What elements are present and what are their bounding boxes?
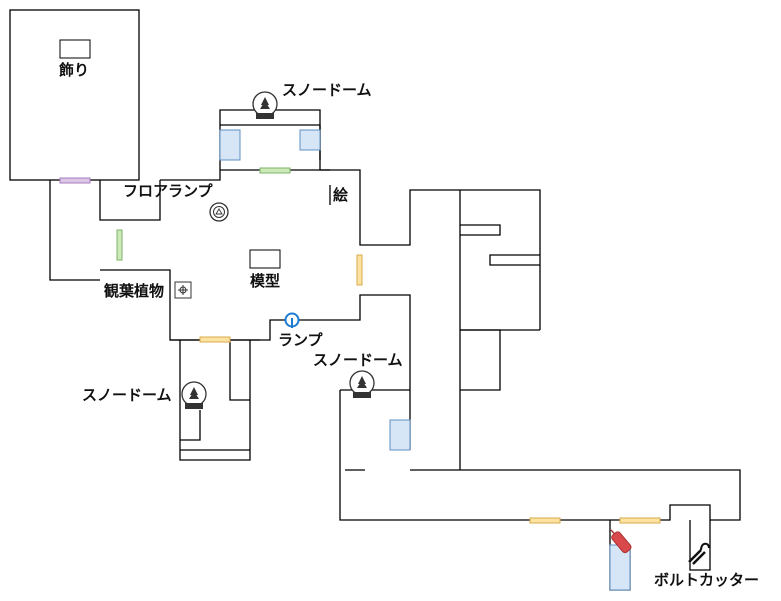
objects bbox=[59, 39, 281, 269]
snow-globe-icon[interactable] bbox=[181, 381, 207, 409]
walls bbox=[9, 9, 741, 591]
room-ornament bbox=[9, 9, 140, 181]
wall-central-room bbox=[100, 269, 411, 450]
door-green[interactable] bbox=[116, 229, 123, 261]
wall-left-corridor bbox=[49, 180, 100, 281]
furniture-block bbox=[299, 129, 321, 151]
door-yellow[interactable] bbox=[199, 336, 231, 343]
label-snow-globe-top: スノードーム bbox=[282, 81, 372, 99]
door-yellow[interactable] bbox=[529, 517, 561, 524]
fire-extinguisher-icon[interactable] bbox=[607, 527, 632, 554]
label-houseplant: 観葉植物 bbox=[104, 282, 165, 300]
furniture-block bbox=[219, 129, 241, 161]
houseplant-icon[interactable] bbox=[174, 281, 192, 299]
label-floor-lamp: フロアランプ bbox=[123, 182, 213, 200]
label-model: 模型 bbox=[250, 272, 281, 290]
snow-globe-icon[interactable] bbox=[349, 370, 375, 398]
wall-central-top bbox=[160, 109, 541, 330]
lamp-icon[interactable] bbox=[284, 312, 300, 329]
furniture bbox=[219, 129, 631, 591]
wall-left-corridor-inner bbox=[99, 180, 161, 221]
bolt-cutter-icon[interactable] bbox=[688, 542, 710, 565]
door-green[interactable] bbox=[259, 167, 291, 174]
model-box[interactable] bbox=[249, 249, 281, 269]
door-yellow[interactable] bbox=[356, 254, 363, 286]
snow-globe-icon[interactable] bbox=[252, 91, 278, 119]
label-lamp: ランプ bbox=[278, 331, 323, 349]
furniture-block bbox=[389, 419, 411, 451]
doors bbox=[59, 167, 661, 524]
door-yellow[interactable] bbox=[619, 517, 661, 524]
floor-lamp-icon[interactable] bbox=[209, 202, 229, 222]
label-snow-globe-mid: スノードーム bbox=[313, 351, 403, 369]
wall-bottom-corridor bbox=[410, 469, 741, 521]
ornament-box[interactable] bbox=[59, 39, 91, 59]
label-painting: 絵 bbox=[333, 186, 349, 204]
label-snow-globe-left: スノードーム bbox=[82, 386, 172, 404]
door-purple[interactable] bbox=[59, 177, 91, 184]
label-ornament: 飾り bbox=[59, 61, 90, 79]
label-bolt-cutter: ボルトカッター bbox=[654, 571, 760, 589]
